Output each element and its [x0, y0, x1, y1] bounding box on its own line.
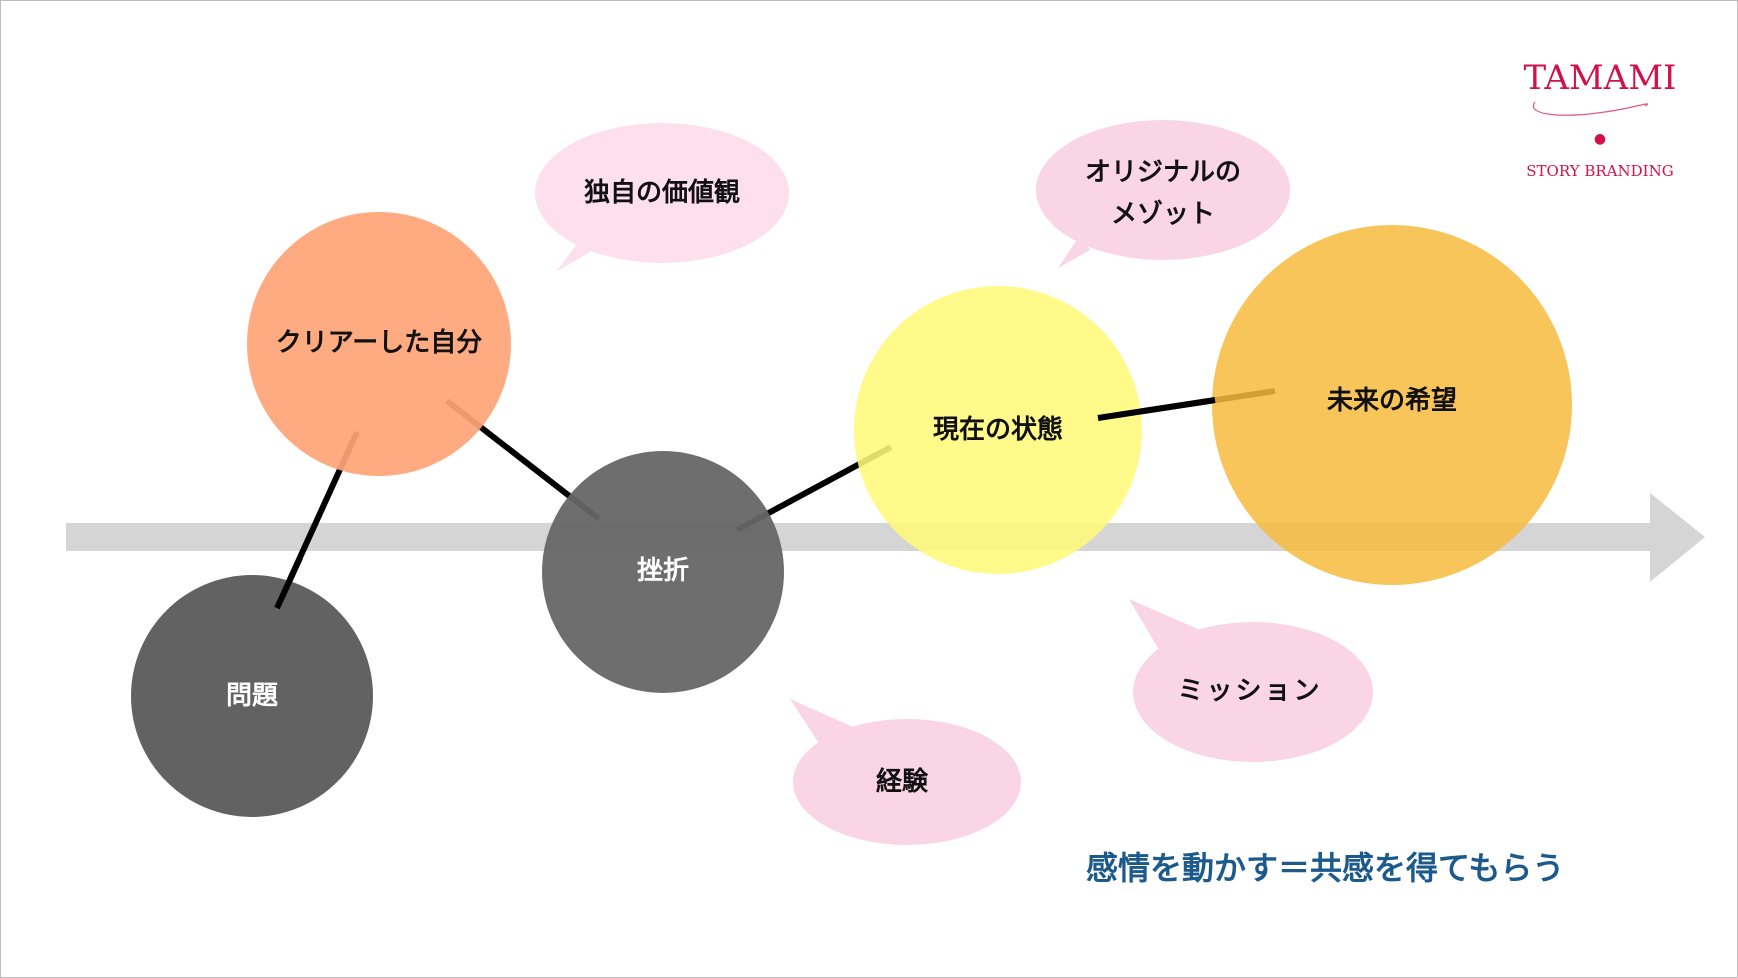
- bubble-label-experience: 経験: [875, 767, 929, 798]
- node-cleared-self: [247, 212, 511, 476]
- logo-dot: ●: [1593, 131, 1607, 147]
- bubble-unique-values: [535, 123, 789, 272]
- node-label-future-hope: 未来の希望: [1326, 386, 1458, 417]
- node-label-problem: 問題: [225, 681, 279, 712]
- tagline: 感情を動かす＝共感を得てもらう: [1086, 849, 1565, 887]
- timeline-arrow-head: [1650, 493, 1705, 582]
- bubble-label-mission: ミッション: [1177, 676, 1323, 707]
- connector-line: [274, 556, 303, 610]
- node-setback: [542, 451, 784, 693]
- bubble-label-original-method: オリジナルの メゾット: [1085, 152, 1241, 235]
- logo-flourish: [1532, 101, 1648, 116]
- node-current-state: [854, 286, 1142, 574]
- bubble-label-line: オリジナルの: [1084, 157, 1242, 188]
- logo-subtitle: STORY BRANDING: [1526, 162, 1674, 180]
- bubble-label-line: メゾット: [1110, 199, 1216, 229]
- node-label-setback: 挫折: [636, 556, 690, 587]
- node-problem: [131, 575, 373, 817]
- node-label-cleared-self: クリアーした自分: [275, 328, 483, 359]
- bubble-mission: [1129, 599, 1373, 762]
- logo-name: TAMAMI: [1523, 58, 1677, 98]
- connector-line: [1097, 397, 1216, 421]
- bubble-experience: [790, 699, 1021, 845]
- bubble-label-unique-values: 独自の価値観: [583, 178, 741, 209]
- brand-logo: TAMAMI ● STORY BRANDING: [1520, 58, 1680, 180]
- node-label-current-state: 現在の状態: [932, 415, 1064, 446]
- node-future-hope: [1212, 225, 1572, 585]
- bubble-original-method: [1036, 120, 1290, 268]
